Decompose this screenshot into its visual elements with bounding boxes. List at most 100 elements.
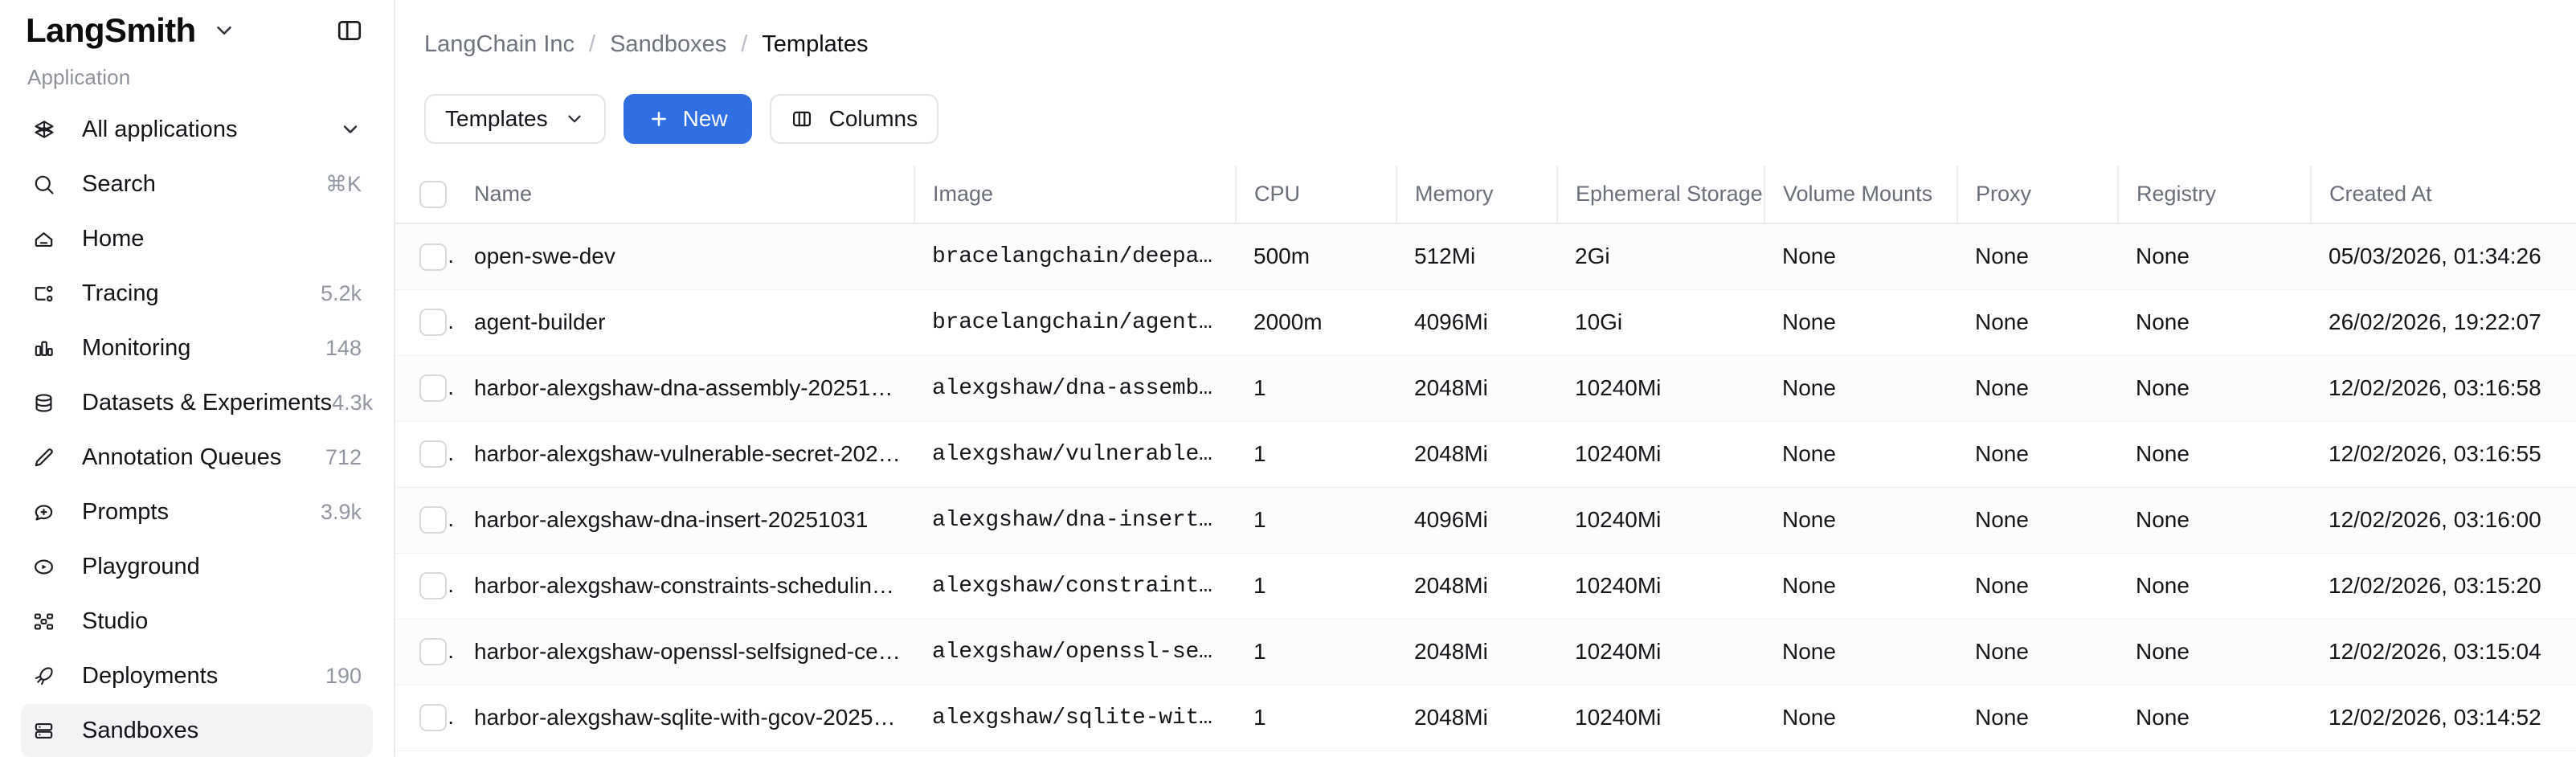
- templates-grid: Name Image CPU Memory Ephemeral Storage …: [395, 166, 2576, 751]
- sidebar-item-shortcut: ⌘K: [325, 171, 362, 196]
- table-row[interactable]: agent-builder bracelangchain/agent… 2000…: [395, 289, 2576, 356]
- row-select-cell: [395, 553, 456, 620]
- chevron-down-icon[interactable]: [212, 18, 236, 43]
- row-checkbox[interactable]: [419, 572, 447, 600]
- cell-proxy: None: [1957, 421, 2118, 488]
- row-select-cell: [395, 223, 456, 290]
- sidebar-item-playground[interactable]: Playground: [21, 540, 373, 593]
- cell-name[interactable]: harbor-alexgshaw-openssl-selfsigned-ce…: [456, 619, 914, 685]
- table-row[interactable]: harbor-alexgshaw-openssl-selfsigned-ce… …: [395, 619, 2576, 685]
- cell-image: alexgshaw/vulnerable…: [914, 421, 1236, 488]
- sidebar-item-prompts[interactable]: Prompts 3.9k: [21, 485, 373, 538]
- rocket-icon: [32, 665, 64, 688]
- row-checkbox[interactable]: [419, 243, 447, 271]
- sidebar-panel-toggle-icon[interactable]: [333, 14, 366, 47]
- sidebar-item-sandboxes[interactable]: Sandboxes: [21, 704, 373, 757]
- new-button[interactable]: New: [623, 94, 752, 144]
- brand-title: LangSmith: [26, 10, 196, 49]
- cell-cpu: 1: [1236, 487, 1396, 554]
- row-checkbox[interactable]: [419, 638, 447, 666]
- cell-name[interactable]: harbor-alexgshaw-constraints-scheduling…: [456, 553, 914, 620]
- cell-name[interactable]: harbor-alexgshaw-dna-assembly-20251031: [456, 355, 914, 422]
- studio-nodes-icon: [32, 610, 64, 633]
- column-header-volume-mounts[interactable]: Volume Mounts: [1764, 166, 1958, 224]
- columns-button[interactable]: Columns: [769, 94, 939, 144]
- row-checkbox[interactable]: [419, 374, 447, 403]
- cell-created-at: 26/02/2026, 19:22:07: [2311, 289, 2576, 356]
- cell-volume-mounts: None: [1764, 685, 1957, 751]
- cell-proxy: None: [1957, 553, 2118, 620]
- cell-memory: 2048Mi: [1396, 685, 1557, 751]
- sidebar-item-monitoring[interactable]: Monitoring 148: [21, 321, 373, 374]
- templates-filter-dropdown[interactable]: Templates: [424, 94, 606, 144]
- row-checkbox[interactable]: [419, 440, 447, 469]
- play-circle-icon: [32, 555, 64, 579]
- row-checkbox[interactable]: [419, 506, 447, 534]
- cell-image: alexgshaw/openssl-se…: [914, 619, 1236, 685]
- sidebar-item-all-applications[interactable]: All applications: [21, 103, 373, 156]
- column-header-cpu[interactable]: CPU: [1236, 166, 1397, 224]
- row-checkbox[interactable]: [419, 704, 447, 732]
- cell-memory: 2048Mi: [1396, 355, 1557, 422]
- sidebar-item-annotation-queues[interactable]: Annotation Queues 712: [21, 431, 373, 484]
- sidebar-item-label: Studio: [82, 608, 149, 634]
- row-select-cell: [395, 289, 456, 356]
- cell-name[interactable]: harbor-alexgshaw-dna-insert-20251031: [456, 487, 914, 554]
- cell-created-at: 12/02/2026, 03:16:00: [2311, 487, 2576, 554]
- breadcrumb: LangChain Inc / Sandboxes / Templates: [395, 0, 2576, 88]
- column-header-registry[interactable]: Registry: [2118, 166, 2312, 224]
- database-icon: [32, 391, 64, 415]
- table-row[interactable]: open-swe-dev bracelangchain/deepa… 500m …: [395, 223, 2576, 290]
- row-checkbox[interactable]: [419, 309, 447, 337]
- cell-memory: 2048Mi: [1396, 619, 1557, 685]
- cell-registry: None: [2118, 487, 2311, 554]
- sidebar-item-label: Prompts: [82, 498, 169, 525]
- table-row[interactable]: harbor-alexgshaw-dna-assembly-20251031 a…: [395, 355, 2576, 422]
- breadcrumb-item-sandboxes[interactable]: Sandboxes: [610, 31, 727, 57]
- table-row[interactable]: harbor-alexgshaw-sqlite-with-gcov-2025… …: [395, 685, 2576, 751]
- column-header-image[interactable]: Image: [914, 166, 1237, 224]
- cell-proxy: None: [1957, 685, 2118, 751]
- cell-cpu: 1: [1236, 553, 1396, 620]
- chevron-down-icon[interactable]: [339, 118, 362, 141]
- sidebar-item-tracing[interactable]: Tracing 5.2k: [21, 267, 373, 320]
- cell-created-at: 12/02/2026, 03:16:58: [2311, 355, 2576, 422]
- sidebar-item-label: Sandboxes: [82, 717, 199, 743]
- tracing-icon: [32, 282, 64, 305]
- sidebar-item-deployments[interactable]: Deployments 190: [21, 649, 373, 702]
- sidebar-item-studio[interactable]: Studio: [21, 595, 373, 648]
- breadcrumb-separator: /: [741, 31, 748, 57]
- column-header-name[interactable]: Name: [456, 166, 915, 224]
- cell-proxy: None: [1957, 487, 2118, 554]
- column-header-memory[interactable]: Memory: [1396, 166, 1558, 224]
- columns-button-label: Columns: [828, 106, 918, 131]
- cell-ephemeral-storage: 2Gi: [1557, 223, 1764, 290]
- breadcrumb-item-templates: Templates: [762, 31, 869, 57]
- sidebar-item-count: 5.2k: [320, 280, 362, 305]
- sidebar-item-search[interactable]: Search ⌘K: [21, 158, 373, 211]
- sidebar-item-label: Monitoring: [82, 334, 191, 361]
- sidebar-item-datasets-experiments[interactable]: Datasets & Experiments 4.3k: [21, 376, 373, 429]
- cell-name[interactable]: harbor-alexgshaw-sqlite-with-gcov-2025…: [456, 685, 914, 751]
- column-header-created-at[interactable]: Created At: [2311, 166, 2576, 224]
- cell-name[interactable]: harbor-alexgshaw-vulnerable-secret-202…: [456, 421, 914, 488]
- select-all-checkbox[interactable]: [419, 180, 447, 208]
- cell-name[interactable]: open-swe-dev: [456, 223, 914, 290]
- column-header-proxy[interactable]: Proxy: [1957, 166, 2119, 224]
- column-header-ephemeral-storage[interactable]: Ephemeral Storage: [1557, 166, 1765, 224]
- cell-image: alexgshaw/constraint…: [914, 553, 1236, 620]
- cell-created-at: 12/02/2026, 03:14:52: [2311, 685, 2576, 751]
- cell-name[interactable]: agent-builder: [456, 289, 914, 356]
- sidebar-item-home[interactable]: Home: [21, 212, 373, 265]
- cell-volume-mounts: None: [1764, 421, 1957, 488]
- table-row[interactable]: harbor-alexgshaw-dna-insert-20251031 ale…: [395, 487, 2576, 554]
- cell-cpu: 1: [1236, 421, 1396, 488]
- brand-row: LangSmith: [21, 0, 373, 60]
- cell-created-at: 12/02/2026, 03:16:55: [2311, 421, 2576, 488]
- breadcrumb-item-org[interactable]: LangChain Inc: [424, 31, 575, 57]
- chevron-down-icon: [564, 108, 585, 129]
- table-row[interactable]: harbor-alexgshaw-vulnerable-secret-202… …: [395, 421, 2576, 488]
- cell-ephemeral-storage: 10240Mi: [1557, 553, 1764, 620]
- table-row[interactable]: harbor-alexgshaw-constraints-scheduling……: [395, 553, 2576, 620]
